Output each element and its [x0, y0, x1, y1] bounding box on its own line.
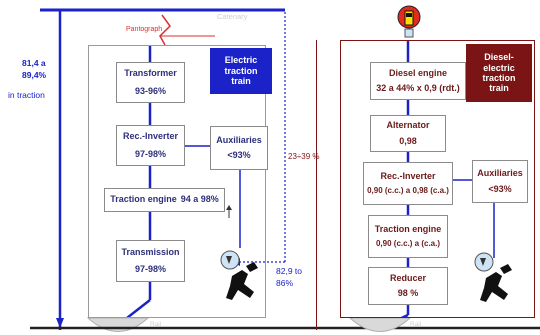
- electric-efficiency-3: in traction: [8, 90, 45, 100]
- feed-arrow-down: [56, 318, 64, 328]
- diesel-rectifier-box: Rec.-Inverter 0,90 (c.c.) a 0,98 (c.a.): [363, 162, 453, 205]
- diesel-engine-title: Diesel engine: [388, 67, 448, 78]
- diesel-tag-line4: train: [489, 83, 509, 94]
- transformer-box: Transformer 93-96%: [116, 62, 185, 103]
- diesel-auxiliaries-value: <93%: [488, 183, 512, 194]
- alternator-value: 0,98: [399, 135, 417, 146]
- diesel-tag-line2: electric: [483, 62, 515, 73]
- diesel-rail-label: Rail: [410, 321, 422, 328]
- transformer-value: 93-96%: [134, 85, 167, 96]
- electric-rail-label: Rail: [150, 321, 162, 328]
- diesel-motor-icon: [474, 252, 512, 302]
- diesel-train-frame: [340, 40, 535, 318]
- transmission-value: 97-98%: [134, 264, 167, 274]
- diesel-engine-value: 32 a 44% x 0,9 (rdt.): [376, 83, 460, 93]
- reducer-value: 98 %: [397, 288, 419, 298]
- electric-wheel: [86, 317, 150, 332]
- diesel-tag-line1: Diesel-: [484, 52, 514, 63]
- diesel-efficiency-label: 23÷39 %: [288, 152, 320, 161]
- electric-train-frame: [88, 45, 266, 318]
- diesel-engine-box: Diesel engine 32 a 44% x 0,9 (rdt.): [370, 62, 466, 100]
- diesel-traction-engine-value: 0,90 (c.c.) a (c.a.): [375, 239, 441, 249]
- diesel-tag-line3: traction: [482, 73, 516, 83]
- diesel-inner-frame: [316, 40, 318, 330]
- electric-tag-line2: traction: [224, 65, 258, 76]
- transmission-title: Transmission: [121, 246, 180, 257]
- reducer-box: Reducer 98 %: [368, 267, 448, 305]
- electric-auxiliaries-box: Auxiliaries <93%: [210, 126, 268, 170]
- electric-tag-line3: train: [231, 76, 251, 87]
- electric-traction-engine-title: Traction engine: [110, 194, 177, 205]
- electric-auxiliaries-title: Auxiliaries: [216, 134, 262, 145]
- regen-efficiency-1: 82,9 to: [276, 266, 302, 276]
- electric-train-tag: Electric traction train: [210, 48, 272, 94]
- diesel-traction-engine-title: Traction engine: [374, 223, 442, 234]
- fuel-pump-icon: [397, 5, 421, 38]
- transmission-box: Transmission 97-98%: [116, 240, 185, 282]
- electric-traction-engine-value: 94 a 98%: [180, 194, 219, 205]
- electric-traction-engine-box: Traction engine 94 a 98%: [104, 188, 225, 212]
- diesel-rectifier-value: 0,90 (c.c.) a 0,98 (c.a.): [367, 186, 449, 196]
- transformer-title: Transformer: [124, 68, 177, 79]
- electric-auxiliaries-value: <93%: [227, 150, 251, 160]
- alternator-box: Alternator 0,98: [370, 115, 446, 152]
- electric-efficiency-2: 89,4%: [22, 70, 47, 80]
- electric-rectifier-box: Rec.-Inverter 97-98%: [116, 125, 185, 166]
- diesel-wheel: [348, 317, 412, 332]
- reducer-title: Reducer: [389, 272, 426, 283]
- electric-efficiency-1: 81,4 a: [22, 58, 46, 68]
- diesel-rectifier-title: Rec.-Inverter: [380, 170, 436, 181]
- catenary-label: Catenary: [217, 12, 248, 21]
- alternator-title: Alternator: [386, 120, 430, 131]
- pantograph-shape: [159, 14, 171, 46]
- regen-efficiency-2: 86%: [276, 278, 294, 288]
- electric-rectifier-value: 97-98%: [134, 148, 167, 159]
- diesel-auxiliaries-box: Auxiliaries <93%: [472, 160, 528, 203]
- electric-tag-line1: Electric: [224, 55, 258, 66]
- diesel-auxiliaries-title: Auxiliaries: [477, 168, 523, 179]
- pantograph-label: Pantograph: [126, 26, 163, 33]
- electric-motor-icon: [220, 250, 258, 300]
- diesel-traction-engine-box: Traction engine 0,90 (c.c.) a (c.a.): [368, 215, 448, 258]
- electric-rectifier-title: Rec.-Inverter: [122, 131, 179, 142]
- diesel-train-tag: Diesel- electric traction train: [466, 44, 532, 102]
